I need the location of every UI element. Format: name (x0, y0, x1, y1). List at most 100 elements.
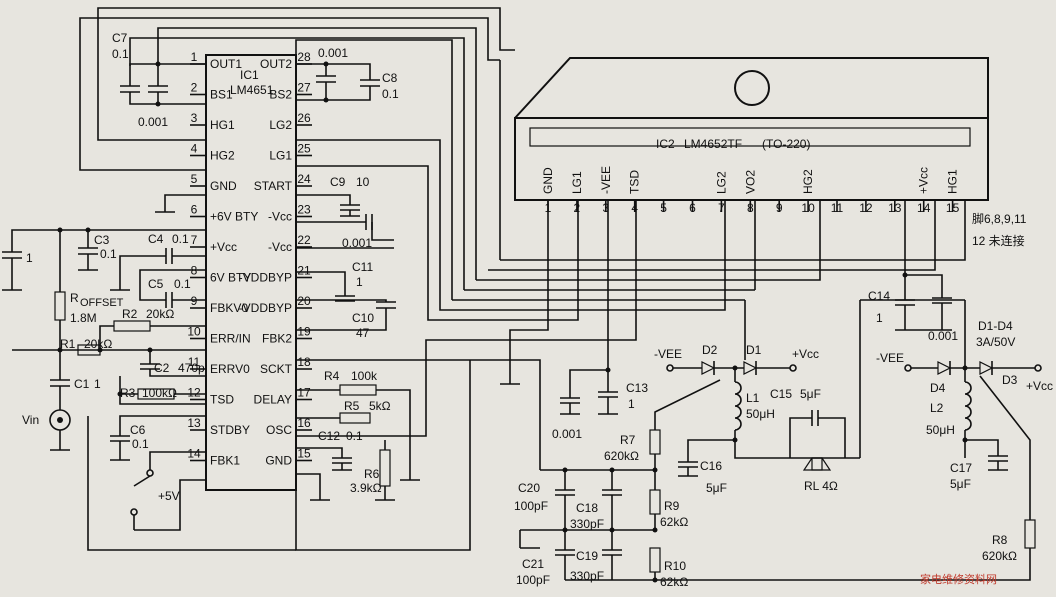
r3-value: 100kΩ (142, 386, 177, 400)
junction-dots (57, 61, 968, 583)
c1-vin-group: C1 1 Vin (22, 350, 101, 450)
ic1-pin-number: 11 (188, 355, 201, 369)
c15-ref: C15 (770, 387, 792, 401)
ic1-pin-number: 6 (191, 203, 198, 217)
c5-value: 0.1 (174, 277, 191, 291)
d1-ref: D1 (746, 343, 762, 357)
c14-ref: C14 (868, 289, 890, 303)
pos-vcc-1-label: +Vcc (792, 347, 819, 361)
r6-ref: R6 (364, 467, 380, 481)
rl-label: RL 4Ω (804, 479, 838, 493)
ic1-pin-number: 18 (297, 355, 311, 369)
ic1-pin-number: 27 (297, 81, 311, 95)
ic2-pin-number: 15 (946, 201, 960, 215)
c9-value: 10 (356, 175, 370, 189)
ic2-pin-number: 8 (747, 201, 754, 215)
c1-ref: C1 (74, 377, 90, 391)
r4-ref: R4 (324, 369, 340, 383)
ic1-pin-number: 7 (191, 233, 198, 247)
ic2-pin-label: GND (541, 167, 555, 194)
c20-ref: C20 (518, 481, 540, 495)
standby-switch-contact[interactable] (130, 508, 138, 516)
c16-ref: C16 (700, 459, 722, 473)
c6-value: 0.1 (132, 437, 149, 451)
roffset-value: 1.8M (70, 311, 97, 325)
r4-value: 100k (351, 369, 378, 383)
d1d4-value: 3A/50V (976, 335, 1015, 349)
d1-diode (743, 361, 758, 375)
r6-value: 3.9kΩ (350, 481, 382, 495)
ic1-pin-name: DELAY (254, 393, 292, 407)
r5-value: 5kΩ (369, 399, 391, 413)
ic1-pin-name: BS1 (210, 88, 233, 102)
c-top-left-value: 0.001 (138, 115, 168, 129)
c5-ref: C5 (148, 277, 164, 291)
l1-inductor (734, 381, 742, 431)
c8-cap-group: 0.001 C8 0.1 (296, 46, 399, 101)
ic1-pin-name: FBKV0 (210, 301, 248, 315)
ic2-pin-number: 10 (801, 201, 815, 215)
ic1-pin-name: ERR/IN (210, 332, 251, 346)
l2-ref: L2 (930, 401, 944, 415)
ic1-pin-name: ERRV0 (210, 362, 250, 376)
c13-group: C13 1 0.001 (552, 369, 648, 441)
left-cap-c-left: 1 (2, 229, 206, 290)
ic2-nc-note-1: 脚6,8,9,11 (972, 211, 1027, 226)
ic1-pin-number: 21 (297, 264, 311, 278)
c14b-value: 0.001 (928, 329, 958, 343)
ic1-pin-name: -Vcc (268, 240, 292, 254)
d4-diode (937, 361, 952, 375)
ic1-pin-name: FBK1 (210, 454, 240, 468)
output-stage-2: C14 1 0.001 -VEE D1-D4 3A/50V D4 D3 +Vcc… (655, 274, 1053, 581)
ground-symbols (2, 194, 540, 549)
c19-ref: C19 (576, 549, 598, 563)
c2-ref: C2 (154, 361, 170, 375)
ic1-pin-number: 15 (297, 447, 311, 461)
plus5v-label: +5V (158, 489, 180, 503)
ic1-pin-name: -VDDBYP (239, 271, 292, 285)
c12-value: 0.1 (346, 429, 363, 443)
r7-value: 620kΩ (604, 449, 639, 463)
speaker-icon (811, 457, 823, 471)
ic2-pin-number: 12 (859, 201, 873, 215)
d1d4-ref: D1-D4 (978, 319, 1013, 333)
ic1-pin-name: BS2 (269, 88, 292, 102)
ic1-pin-name: -Vcc (268, 210, 292, 224)
ic1-pin-name: LG1 (269, 149, 292, 163)
ic1-pin-name: 6V BTY (210, 271, 251, 285)
ic1-pin-name: OUT1 (210, 57, 242, 71)
ic2-pin-label: TSD (628, 170, 642, 194)
ic1-part: LM4651 (230, 83, 274, 97)
d4-ref: D4 (930, 381, 946, 395)
ic2-pin-number: 9 (776, 201, 783, 215)
ic1-pin-number: 20 (297, 294, 311, 308)
ic2-pin-label: +Vcc (917, 167, 931, 194)
r8-ref: R8 (992, 533, 1008, 547)
ic2-body (514, 117, 989, 201)
ic2-pin-label: VO2 (743, 170, 757, 194)
neg-vee-2-label: -VEE (876, 351, 904, 365)
c7-value: 0.1 (112, 47, 129, 61)
top-bus-wiring (79, 7, 966, 437)
ic1-pin-name: HG2 (210, 149, 235, 163)
ic1-pin-number: 4 (191, 142, 198, 156)
c10-ref: C10 (352, 311, 374, 325)
c-pin23-group: 0.001 (296, 214, 394, 250)
c7-cap-group: C7 0.1 0.001 (112, 31, 206, 129)
ic1-ref: IC1 (240, 68, 259, 82)
ic2: IC2 LM4652TF (TO-220) 1GND2LG13-VEE4TSD5… (514, 57, 1027, 248)
ic2-pin-number: 2 (574, 201, 581, 215)
ic1-pin-number: 26 (297, 111, 311, 125)
c8-ref: C8 (382, 71, 398, 85)
c21-value: 100pF (516, 573, 550, 587)
ic2-pin-number: 14 (917, 201, 931, 215)
c3-group: C3 0.1 (78, 230, 117, 270)
r1-ref: R1 (60, 337, 76, 351)
c4-value: 0.1 (172, 232, 189, 246)
ic2-pin-number: 6 (689, 201, 696, 215)
c3-value: 0.1 (100, 247, 117, 261)
c8-value: 0.1 (382, 87, 399, 101)
